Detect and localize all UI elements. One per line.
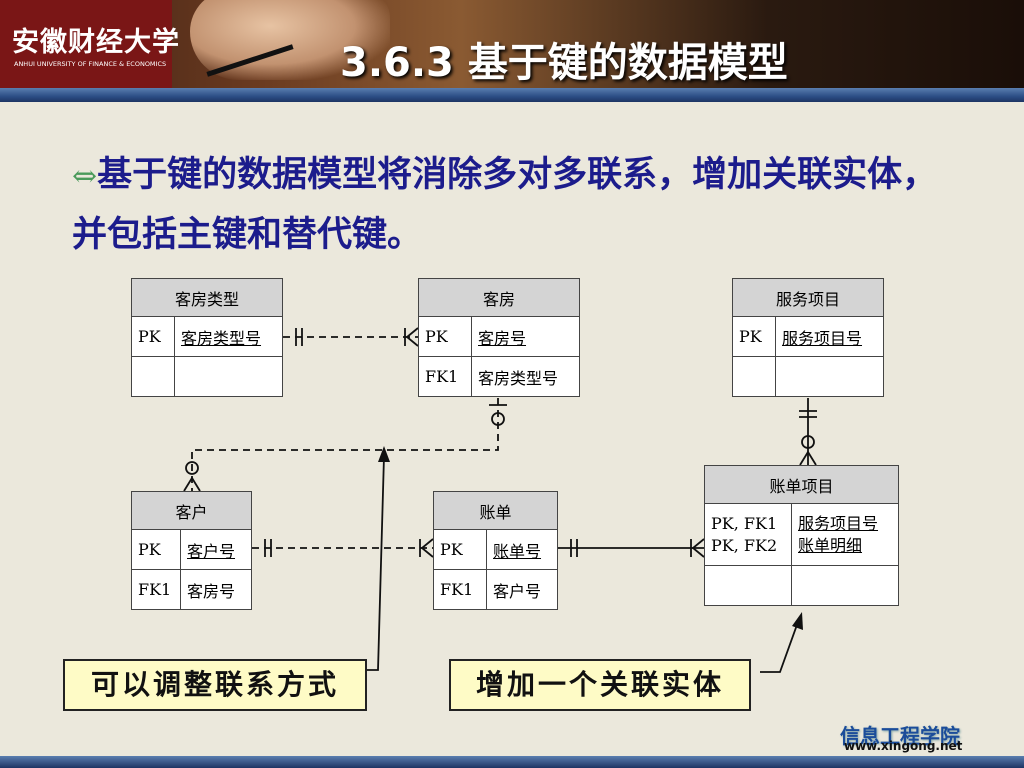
- line-room-customer: [191, 398, 499, 491]
- crowfoot-mark: [799, 450, 817, 466]
- logo-chinese: 安徽财经大学: [12, 27, 180, 58]
- callout-add-associative-entity: 增加一个关联实体: [449, 659, 751, 711]
- arrowhead-left: [378, 446, 390, 462]
- attr-cell: 客房类型号: [174, 316, 283, 357]
- crowfoot-mark: [405, 327, 419, 347]
- crowfoot-mark: [183, 476, 201, 492]
- key-cell: [704, 565, 792, 606]
- header-banner: 安徽财经大学 ANHUI UNIVERSITY OF FINANCE & ECO…: [0, 0, 1024, 88]
- attr-cell: 服务项目号 账单明细: [791, 503, 899, 566]
- key-cell: PK: [131, 529, 181, 570]
- mark-zero: [801, 435, 815, 449]
- mark-zero: [491, 412, 505, 426]
- university-logo: 安徽财经大学 ANHUI UNIVERSITY OF FINANCE & ECO…: [0, 0, 179, 88]
- attr-cell: 客房号: [471, 316, 580, 357]
- footer-bar: [0, 756, 1024, 768]
- attr-cell: 服务项目号: [775, 316, 884, 357]
- callout-right-arrow: [760, 621, 799, 673]
- key-cell: FK1: [131, 569, 181, 610]
- crowfoot-mark: [691, 538, 705, 558]
- key-cell: FK1: [433, 569, 487, 610]
- callout-adjust-relationship: 可以调整联系方式: [63, 659, 367, 711]
- header-divider: [0, 88, 1024, 102]
- crowfoot-mark: [420, 538, 434, 558]
- entity-title: 客户: [131, 491, 252, 530]
- key-cell: [131, 356, 175, 397]
- bullet-point: ⇔基于键的数据模型将消除多对多联系，增加关联实体，并包括主键和替代键。: [72, 146, 972, 264]
- attr-cell: [791, 565, 899, 606]
- slide-title: 3.6.3 基于键的数据模型: [340, 40, 788, 86]
- entity-title: 服务项目: [732, 278, 884, 317]
- attr-cell: [174, 356, 283, 397]
- key-cell: PK, FK1 PK, FK2: [704, 503, 792, 566]
- entity-title: 账单项目: [704, 465, 899, 504]
- bullet-text: 基于键的数据模型将消除多对多联系，增加关联实体，并包括主键和替代键。: [72, 154, 938, 255]
- footer-brand: 信息工程学院: [840, 724, 960, 748]
- key-cell: PK: [433, 529, 487, 570]
- attr-cell: 账单号: [486, 529, 558, 570]
- arrowhead-right: [792, 612, 803, 630]
- attr-cell: 客房号: [180, 569, 252, 610]
- entity-title: 客房类型: [131, 278, 283, 317]
- key-cell: PK: [732, 316, 776, 357]
- key-cell: FK1: [418, 356, 472, 397]
- callout-left-arrow: [366, 455, 385, 671]
- attr-cell: [775, 356, 884, 397]
- entity-title: 客房: [418, 278, 580, 317]
- mark-zero: [185, 461, 199, 475]
- key-cell: PK: [131, 316, 175, 357]
- key-cell: PK: [418, 316, 472, 357]
- double-arrow-icon: ⇔: [72, 159, 98, 194]
- footer-url: www.xingong.net: [844, 739, 963, 753]
- attr-cell: 客户号: [486, 569, 558, 610]
- attr-cell: 客房类型号: [471, 356, 580, 397]
- key-cell: [732, 356, 776, 397]
- attr-cell: 客户号: [180, 529, 252, 570]
- entity-title: 账单: [433, 491, 558, 530]
- logo-english: ANHUI UNIVERSITY OF FINANCE & ECONOMICS: [14, 60, 167, 68]
